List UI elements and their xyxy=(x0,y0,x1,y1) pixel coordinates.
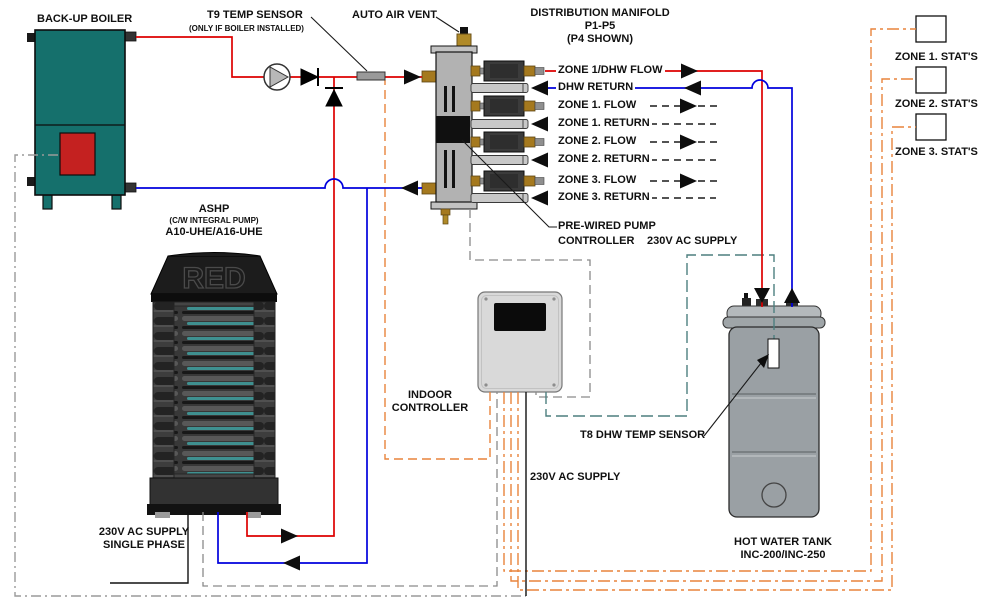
prewired-controller-label-1: PRE-WIRED PUMP xyxy=(558,220,656,232)
ashp-pump-note: (C/W INTEGRAL PUMP) xyxy=(169,216,259,226)
ashp-label: ASHP xyxy=(198,203,230,215)
manifold-pump xyxy=(470,95,545,117)
backup-boiler-label: BACK-UP BOILER xyxy=(37,13,133,25)
boiler-illustration xyxy=(27,29,137,210)
port-label-dhw-return: DHW RETURN xyxy=(556,81,636,95)
ashp-supply-label: 230V AC SUPPLY SINGLE PHASE xyxy=(98,526,190,552)
tank-label: HOT WATER TANK xyxy=(734,536,832,548)
port-label-zone2-flow: ZONE 2. FLOW xyxy=(556,135,639,149)
controller-supply-label: 230V AC SUPPLY xyxy=(530,471,621,483)
t8-pointer-arrow xyxy=(757,354,769,368)
manifold-pump xyxy=(470,60,545,82)
t9-wire-orange xyxy=(384,80,491,460)
zone-stat-box xyxy=(915,113,947,141)
zone-stat-box xyxy=(915,66,947,94)
prewired-controller-label-2: CONTROLLER xyxy=(558,235,635,247)
comm-wire-manifold xyxy=(469,209,591,398)
check-valve-icon xyxy=(325,87,343,107)
zone-stat-box xyxy=(915,15,947,43)
port-label-zone1-return: ZONE 1. RETURN xyxy=(556,117,652,131)
manifold-return-pipe xyxy=(470,119,529,129)
ashp-label-block: ASHP (C/W INTEGRAL PUMP) A10-UHE/A16-UHE xyxy=(134,203,294,239)
ashp-brand-text: RED xyxy=(182,262,245,295)
t8-sensor-label: T8 DHW TEMP SENSOR xyxy=(580,429,706,441)
ashp-illustration: RED xyxy=(147,252,281,518)
ashp-model-label: A10-UHE/A16-UHE xyxy=(165,225,263,238)
stat-wires-orange xyxy=(503,28,916,591)
pump-controller-box xyxy=(436,116,470,143)
t8-wire-teal xyxy=(545,254,775,417)
port-label-zone3-flow: ZONE 3. FLOW xyxy=(556,174,639,188)
indoor-controller-illustration xyxy=(477,291,563,393)
t8-sensor-pocket xyxy=(767,338,780,369)
auto-air-vent-icon xyxy=(460,27,468,34)
manifold-supply-label: 230V AC SUPPLY xyxy=(647,235,738,247)
boiler-door xyxy=(59,132,96,176)
distribution-manifold-label: DISTRIBUTION MANIFOLD P1-P5 (P4 SHOWN) xyxy=(527,7,673,47)
t9-sensor-icon xyxy=(356,71,386,81)
port-label-zone1-dhw-flow: ZONE 1/DHW FLOW xyxy=(556,64,665,78)
zone-stat-boxes xyxy=(915,15,947,141)
tank-model-label: INC-200/INC-250 xyxy=(740,549,826,562)
t9-sensor-note: (ONLY IF BOILER INSTALLED) xyxy=(189,24,304,33)
zone-dashed-lines xyxy=(650,105,718,199)
manifold-model: P1-P5 xyxy=(584,20,616,33)
manifold-pump xyxy=(470,170,545,192)
port-label-zone2-return: ZONE 2. RETURN xyxy=(556,153,652,167)
check-valve-icon xyxy=(300,68,320,86)
zone3-stat-label: ZONE 3. STAT'S xyxy=(895,146,978,158)
mains-supply-wire xyxy=(14,154,526,597)
port-label-zone3-return: ZONE 3. RETURN xyxy=(556,191,652,205)
ashp-supply-wire xyxy=(110,512,189,584)
manifold-return-pipe xyxy=(470,83,529,93)
manifold-illustration xyxy=(421,27,545,225)
circulation-pump-icon xyxy=(263,63,291,91)
comm-wire-ashp xyxy=(202,392,498,587)
manifold-variant: (P4 SHOWN) xyxy=(567,33,633,46)
manifold-title: DISTRIBUTION MANIFOLD xyxy=(530,7,670,19)
port-label-zone1-flow: ZONE 1. FLOW xyxy=(556,99,639,113)
zone2-stat-label: ZONE 2. STAT'S xyxy=(895,98,978,110)
indoor-controller-label: INDOOR CONTROLLER xyxy=(391,389,469,415)
t9-sensor-label: T9 TEMP SENSOR xyxy=(207,9,303,21)
controller-screen xyxy=(494,303,546,331)
auto-air-vent-label: AUTO AIR VENT xyxy=(352,9,437,21)
tank-label-block: HOT WATER TANK INC-200/INC-250 xyxy=(723,536,843,562)
pointer-lines xyxy=(310,16,766,437)
manifold-pump xyxy=(470,131,545,153)
zone1-stat-label: ZONE 1. STAT'S xyxy=(895,51,978,63)
